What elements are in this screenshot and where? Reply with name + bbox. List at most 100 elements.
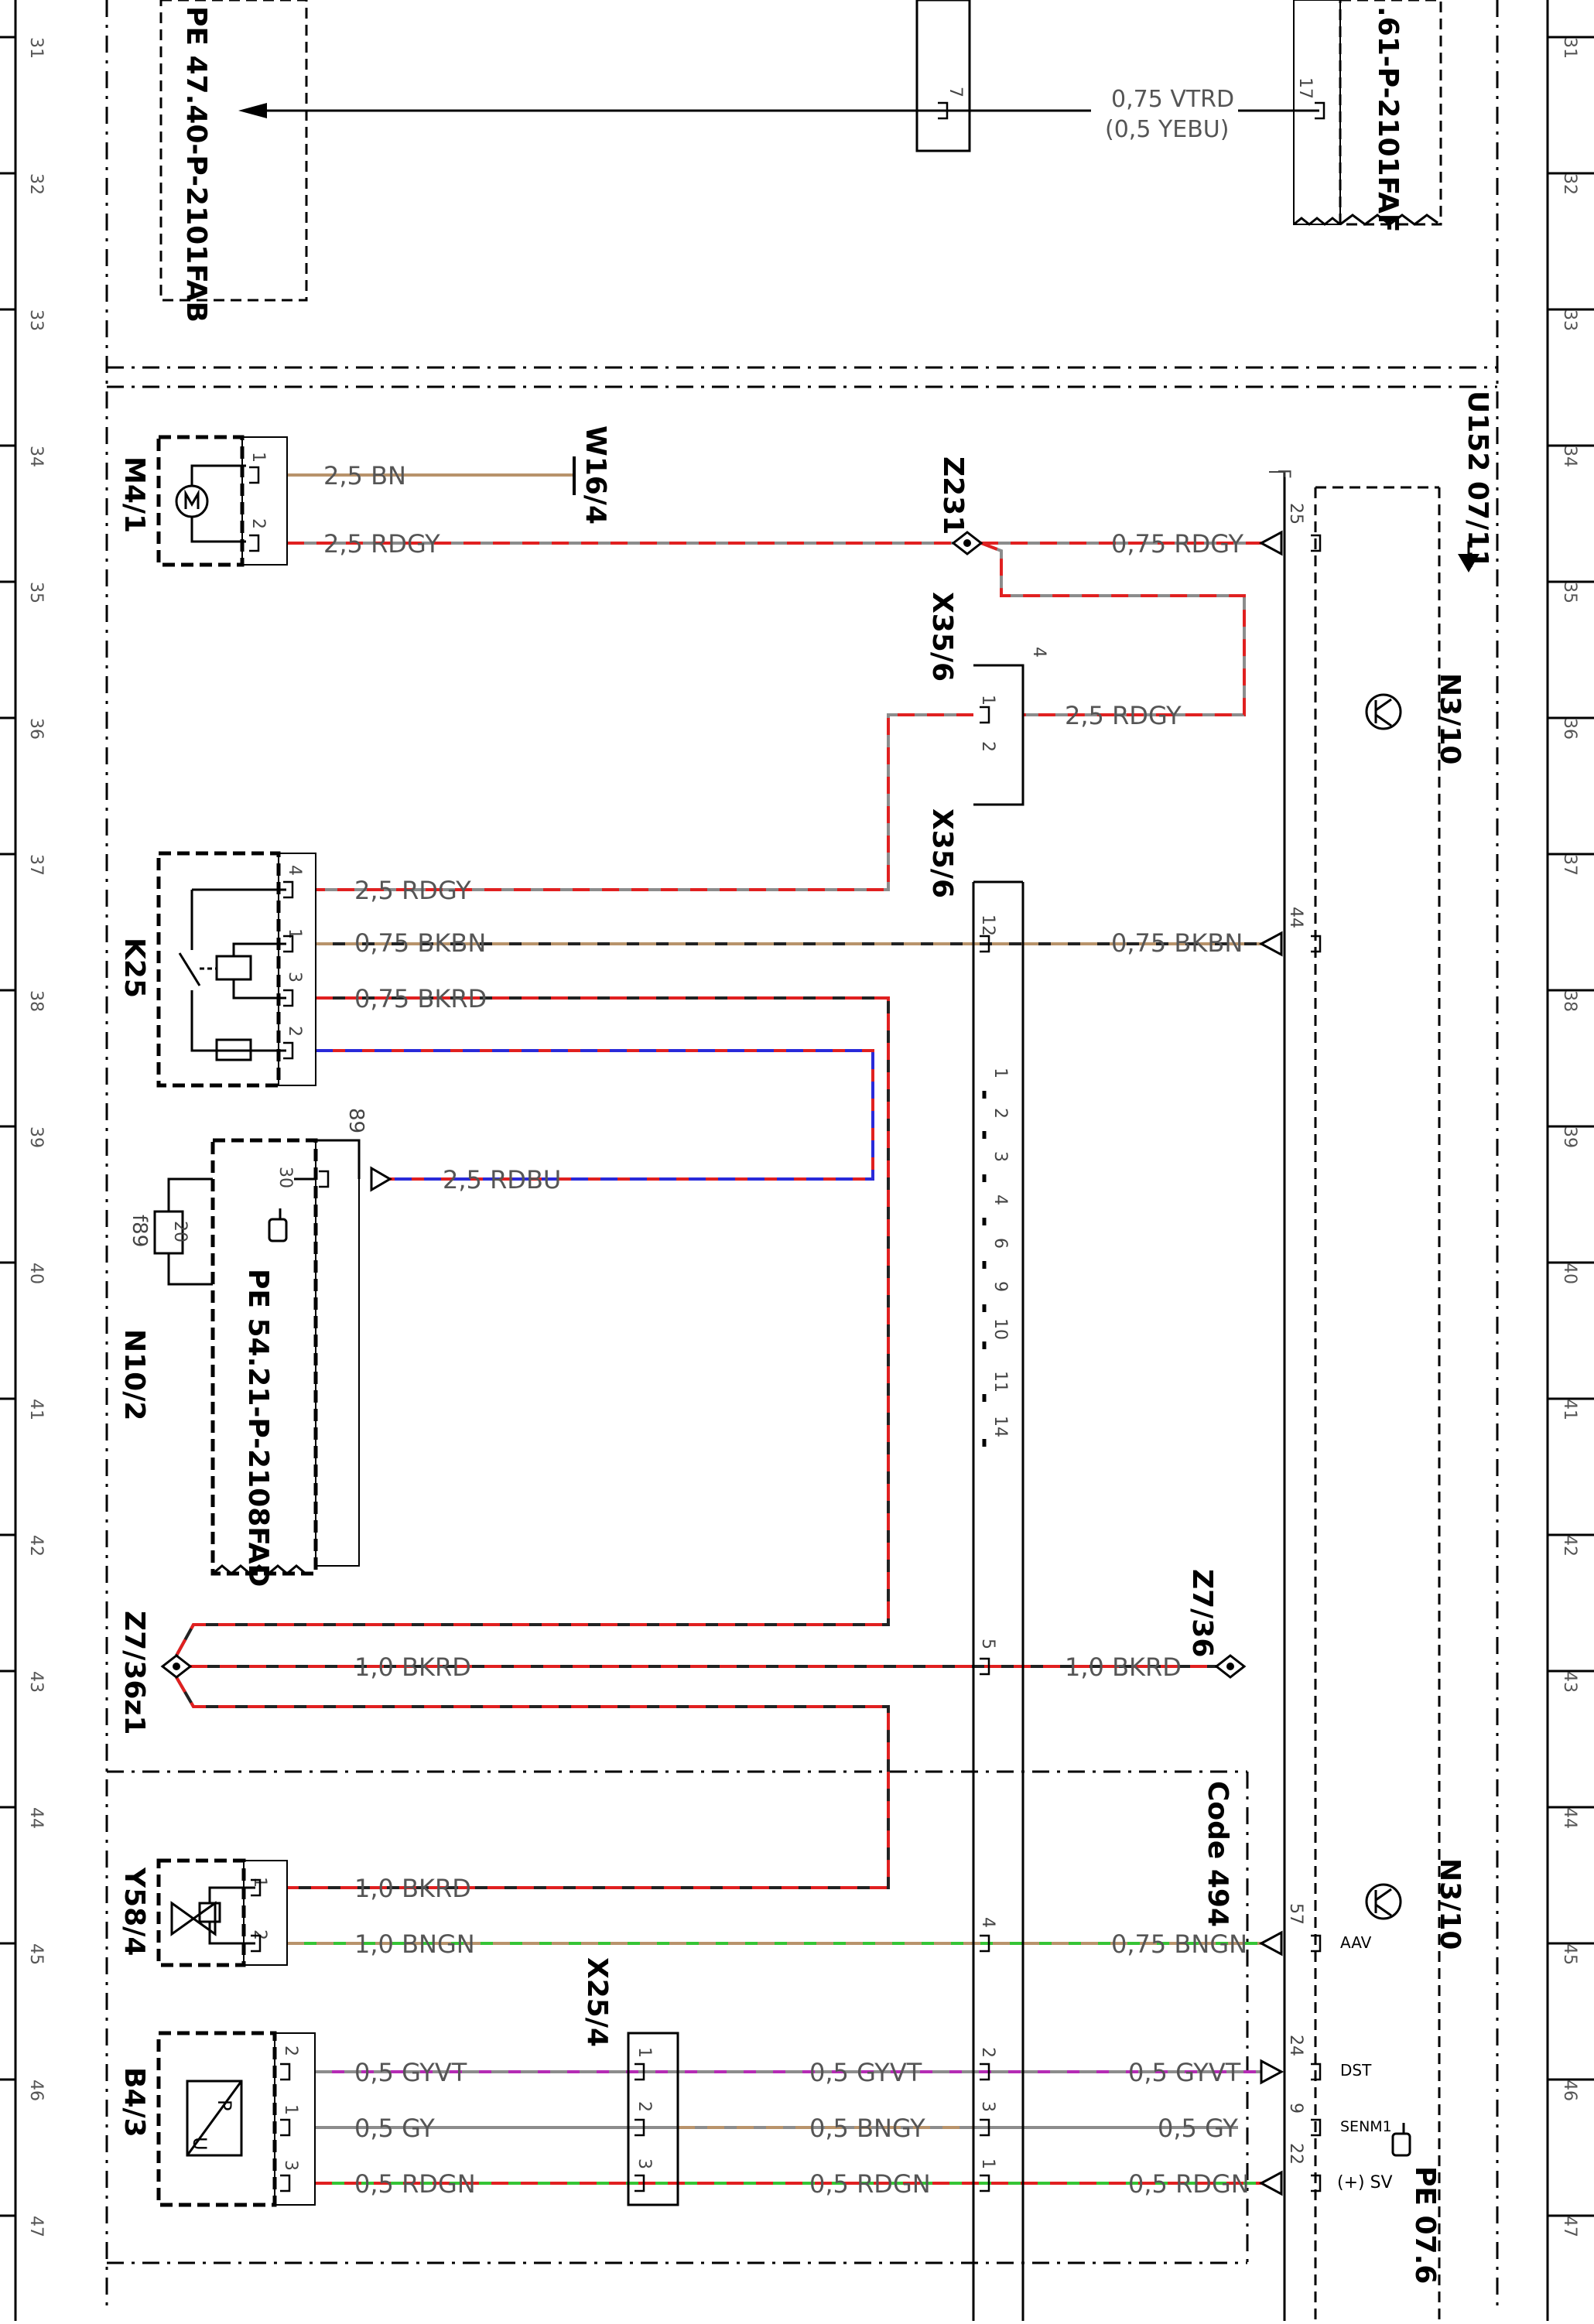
pin-stub <box>319 1170 330 1188</box>
x35-6-pin12: 12 <box>978 914 997 936</box>
b4-3-box <box>156 2031 277 2207</box>
x35-6-pin2: 2 <box>978 741 997 752</box>
n3-pin-44: 44 <box>1286 907 1305 928</box>
b4-3-connector <box>274 2032 316 2206</box>
n3-10-label-b: N3/10 <box>1434 1858 1466 1950</box>
b4-3-component: B4/3 P U 2 1 3 <box>118 2031 316 2207</box>
sensor-p-glyph: P <box>214 2100 235 2110</box>
fuse-value: 20 <box>170 1221 190 1242</box>
w16-4-label: W16/4 <box>580 425 611 525</box>
socket-arrow-icon <box>1258 2170 1283 2196</box>
ruler-num-left: 33 <box>26 309 46 331</box>
pin-stub <box>635 2063 645 2081</box>
x35-6-pin1: 1 <box>978 695 997 706</box>
unused-pin: 3 <box>990 1151 1010 1162</box>
m4-1-box <box>156 435 245 567</box>
x35-6-upper-bracket <box>973 664 1024 806</box>
wire-label-k25-bkbn: 0,75 BKBN <box>354 928 486 958</box>
ruler-num-right: 43 <box>1560 1671 1579 1693</box>
n10-2-pin89-bracket <box>316 1139 361 1179</box>
unused-pin: 6 <box>990 1238 1010 1249</box>
x35-6-label-b: X35/6 <box>926 808 958 898</box>
pin-stub <box>1311 935 1322 953</box>
wire-label-n3-gy: 0,5 GY <box>1158 2114 1238 2143</box>
ruler-numbers: 31 32 33 34 35 36 37 38 39 40 41 42 43 4… <box>26 37 1579 2237</box>
socket-arrow-icon <box>1258 931 1283 957</box>
x25-4-connector: X25/4 1 2 3 <box>581 1957 679 2206</box>
ruler-num-right: 36 <box>1560 718 1579 740</box>
splice-icon <box>160 1654 193 1679</box>
wire-z231-x35-rdgy-stripe <box>980 542 1246 716</box>
section-boundaries <box>105 0 1499 2313</box>
m4-1-connector <box>241 436 288 566</box>
wire-label-m4-rdgy: 2,5 RDGY <box>323 529 440 559</box>
pin-stub <box>980 1934 990 1953</box>
ruler-num-left: 35 <box>26 582 46 603</box>
k25-pin1: 1 <box>285 928 304 939</box>
ruler-num-left: 36 <box>26 718 46 740</box>
wire-label-x25-rdgn: 0,5 RDGN <box>809 2169 931 2199</box>
pin-7-label: 7 <box>946 87 965 97</box>
unused-pin: 4 <box>990 1194 1010 1205</box>
wire-label-n3-gyvt: 0,5 GYVT <box>1128 2058 1241 2087</box>
ruler-num-right: 46 <box>1560 2080 1579 2101</box>
pin-stub <box>980 2063 990 2081</box>
wire-label-n3-bkbn: 0,75 BKBN <box>1111 928 1243 958</box>
n3-pin-22: 22 <box>1286 2143 1305 2165</box>
ruler-num-left: 37 <box>26 854 46 876</box>
pe-61-label: .61-P-2101FAF <box>1372 6 1404 233</box>
pin-stub <box>249 466 260 484</box>
wire-z7-y58-bkrd <box>175 1676 890 1889</box>
b4-3-pin2: 2 <box>281 2045 300 2056</box>
connector-arrowheads <box>1258 530 1284 2196</box>
pin-stub <box>980 1657 990 1676</box>
pin-stub <box>980 935 990 953</box>
y58-4-label: Y58/4 <box>118 1867 150 1956</box>
k25-label: K25 <box>118 938 150 998</box>
n10-2-pin30: 30 <box>275 1167 295 1188</box>
wire-vtrd-label: 0,75 VTRD <box>1111 86 1234 113</box>
pin-stub <box>635 2118 645 2137</box>
wire-label-k25-rdgy: 2,5 RDGY <box>354 876 471 905</box>
ruler-num-right: 34 <box>1560 446 1579 467</box>
pin-stub <box>283 935 294 953</box>
pin-stub <box>251 1878 262 1897</box>
fuse-icon <box>153 1177 213 1286</box>
n10-2-pin89: 89 <box>344 1108 368 1133</box>
k25-pin3: 3 <box>285 972 304 983</box>
m4-1-label: M4/1 <box>118 456 150 533</box>
sensor-u-glyph: U <box>189 2137 210 2151</box>
m4-1-pin1: 1 <box>248 452 268 463</box>
pin-stub <box>280 2063 291 2081</box>
z231-label: Z231 <box>937 456 969 535</box>
pin-stub <box>980 706 990 724</box>
wire-label-n10-rdbu: 2,5 RDBU <box>443 1165 561 1194</box>
n3-10-module: U152 07/11 F N3/10 N3/10 25 44 57 24 9 2… <box>1269 391 1493 2321</box>
pin-stub <box>249 534 260 552</box>
ruler-num-right: 35 <box>1560 582 1579 603</box>
m4-1-pin2: 2 <box>248 518 268 529</box>
k25-connector <box>278 853 316 1086</box>
ruler-num-left: 42 <box>26 1535 46 1557</box>
unused-pin: 1 <box>990 1068 1010 1078</box>
z7-36z1-label: Z7/36z1 <box>118 1611 150 1734</box>
transistor-icon <box>1365 693 1402 730</box>
output-arrow-icon <box>1260 2059 1284 2085</box>
transistor-icon <box>1365 1883 1402 1920</box>
pe-61-break-marks <box>1293 214 1438 226</box>
pin-stub <box>1311 1934 1322 1953</box>
wire-label-x25-bngy: 0,5 BNGY <box>809 2114 925 2143</box>
unused-pin: 14 <box>990 1416 1010 1437</box>
ruler-num-right: 31 <box>1560 37 1579 59</box>
b4-3-pin3: 3 <box>281 2160 300 2171</box>
k25-box <box>156 851 281 1088</box>
wire-label-x25-gyvt: 0,5 GYVT <box>809 2058 922 2087</box>
hand-pointer-icon <box>268 1208 288 1242</box>
pin-stub <box>635 2174 645 2192</box>
fuse-label: f89 <box>128 1215 151 1247</box>
n10-2-break-marks <box>212 1564 306 1575</box>
n3-10-label-a: N3/10 <box>1434 673 1466 764</box>
splice-icon <box>951 531 983 555</box>
ruler-num-left: 46 <box>26 2080 46 2101</box>
